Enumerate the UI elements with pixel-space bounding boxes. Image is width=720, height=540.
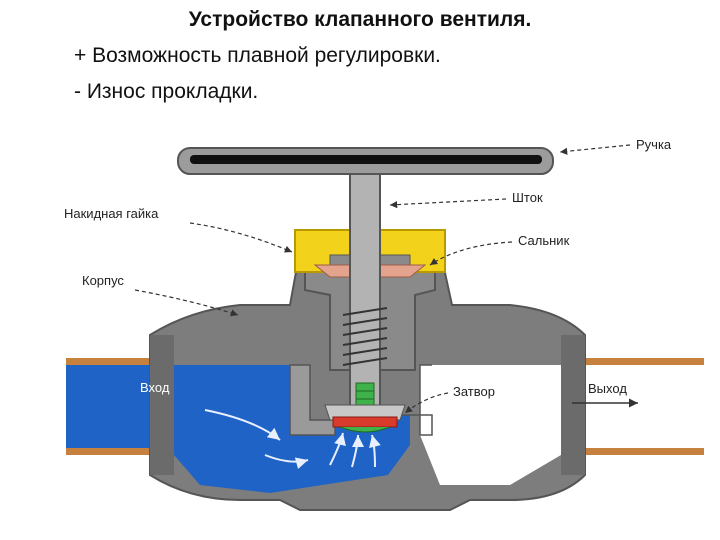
valve-diagram: Ручка Шток Накидная гайка Сальник Корпус… [64, 137, 704, 511]
flow-arrows [204, 409, 381, 469]
label-inlet: Вход [140, 380, 170, 395]
label-union-nut: Накидная гайка [64, 206, 159, 221]
gate-disk [324, 404, 406, 421]
water-chamber [174, 365, 410, 493]
label-handle: Ручка [636, 137, 672, 152]
stem-thread [342, 307, 388, 366]
gate-gasket [332, 416, 398, 428]
label-packing: Сальник [518, 233, 570, 248]
label-gate: Затвор [453, 384, 495, 399]
valve-stem [349, 164, 381, 416]
outlet-chamber [420, 365, 561, 485]
label-outlet: Выход [588, 381, 627, 396]
slide-title: Устройство клапанного вентиля. [188, 8, 532, 31]
advantage-bullet: + Возможность плавной регулировки. [74, 44, 441, 67]
label-body: Корпус [82, 273, 124, 288]
disadvantage-bullet: - Износ прокладки. [74, 80, 259, 103]
label-stem: Шток [512, 190, 543, 205]
